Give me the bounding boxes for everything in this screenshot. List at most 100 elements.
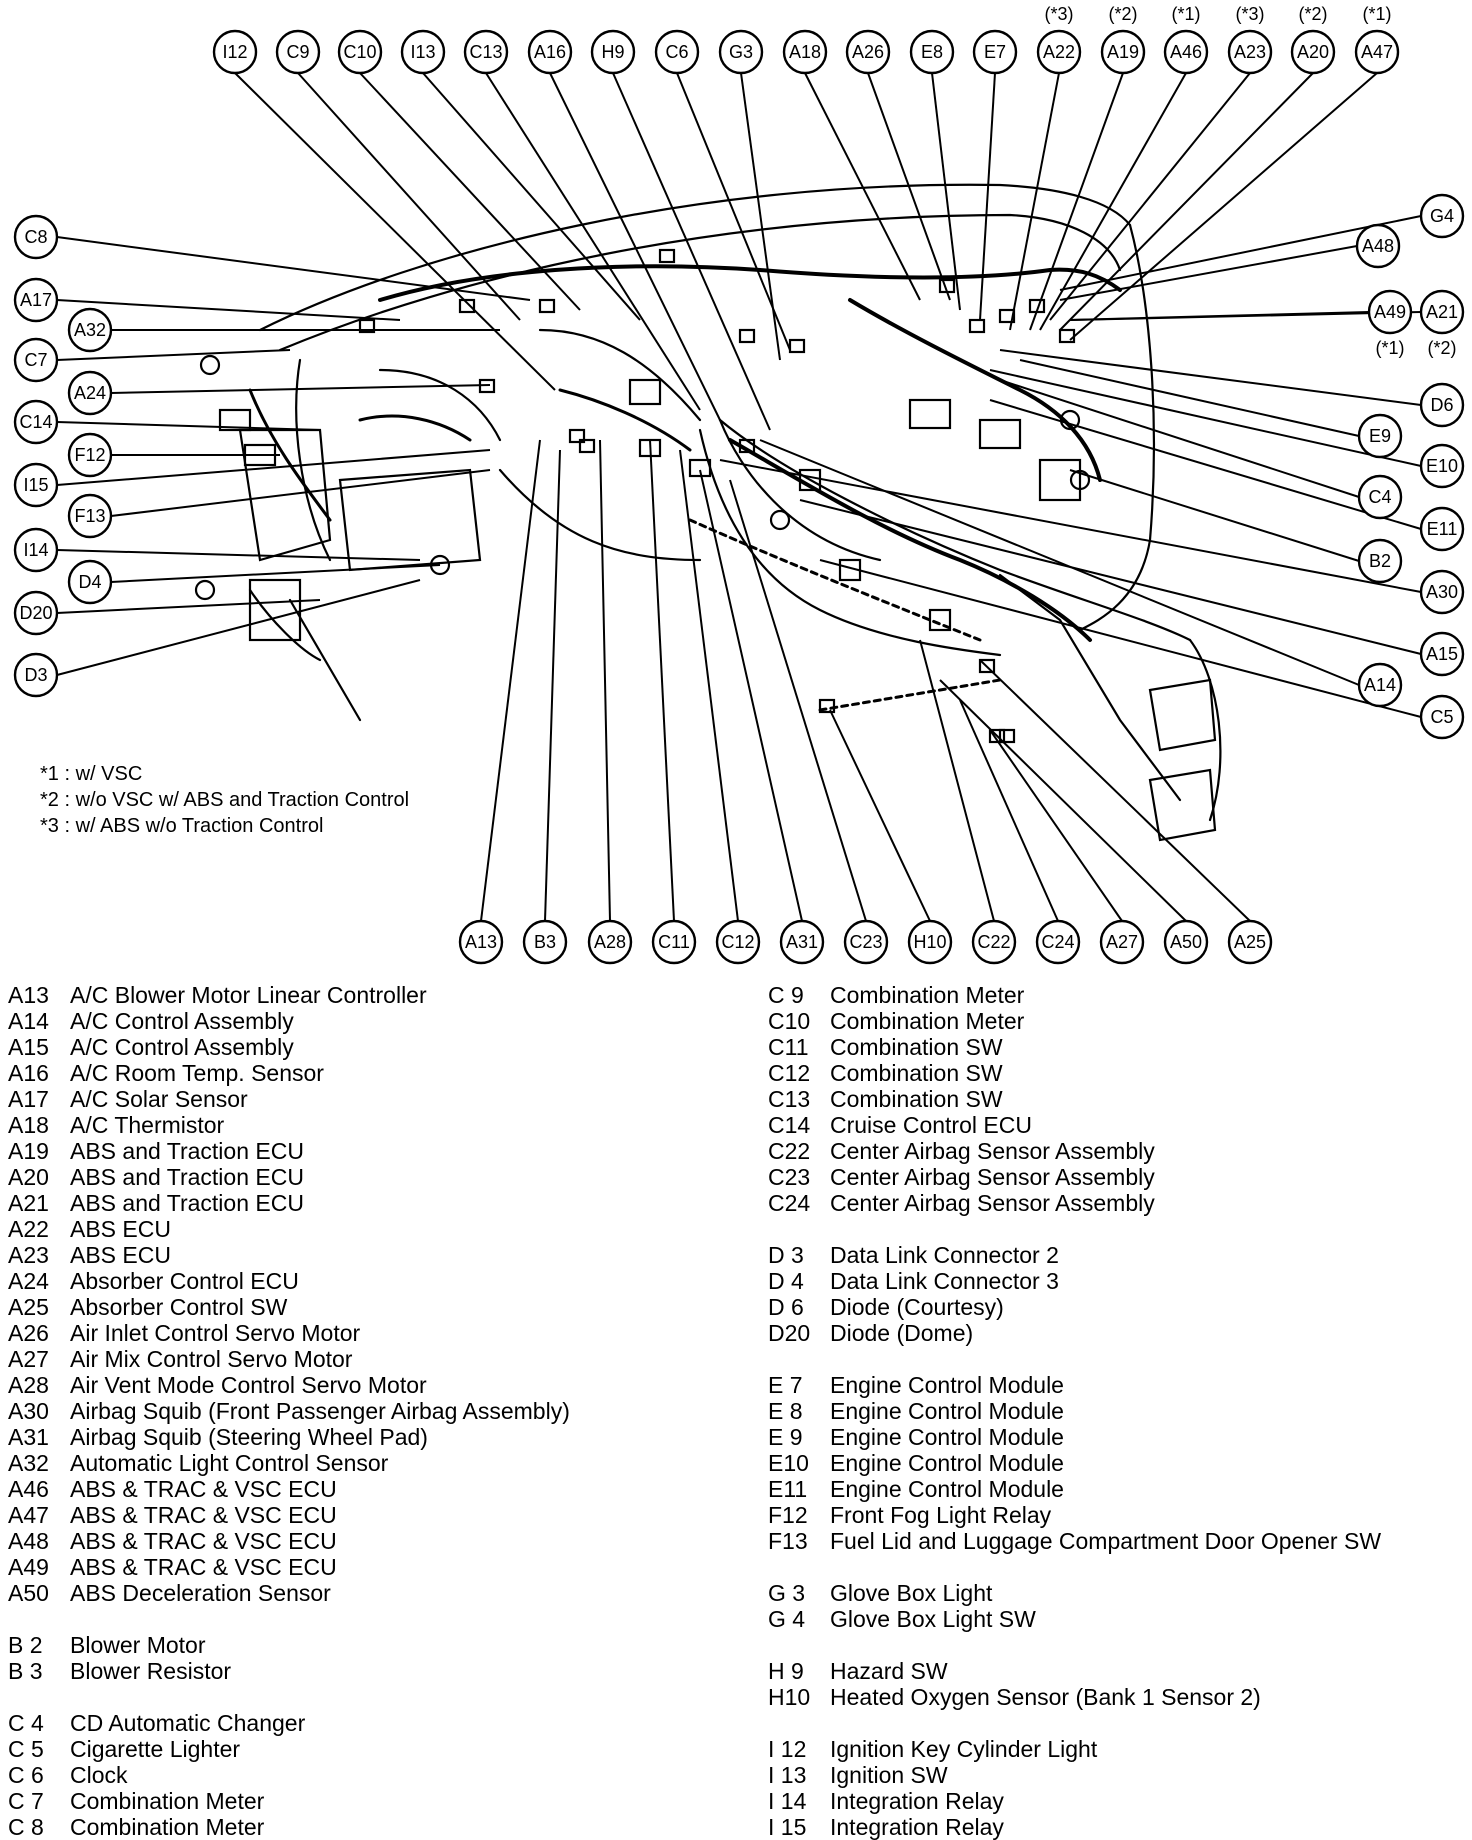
connector-e9: E9 (1357, 413, 1403, 459)
bubble-label: C9 (286, 42, 309, 62)
legend-description: Cruise Control ECU (830, 1112, 1032, 1138)
connector-a47: A47 (1354, 29, 1400, 75)
connector-a22: A22 (1036, 29, 1082, 75)
legend-code: I 12 (768, 1736, 807, 1762)
legend-code: A26 (8, 1320, 49, 1346)
bubble-circle (13, 590, 59, 636)
leader-c23 (729, 479, 867, 922)
bubble-circle (1357, 538, 1403, 584)
connector-a14: A14 (1357, 662, 1403, 708)
bubble-label: C12 (721, 932, 754, 952)
bubble-label: A48 (1362, 236, 1394, 256)
connector-c23: C23 (843, 919, 889, 965)
legend-code: C 8 (8, 1814, 44, 1840)
bubble-circle (1163, 919, 1209, 965)
connector-a31: A31 (779, 919, 825, 965)
bubble-circle (1163, 29, 1209, 75)
legend-description: ABS & TRAC & VSC ECU (70, 1554, 337, 1580)
legend-code: C12 (768, 1060, 811, 1086)
legend-code: B 3 (8, 1658, 43, 1684)
legend-code: A14 (8, 1008, 49, 1034)
legend-description: Integration Relay (830, 1788, 1004, 1814)
marker-a46: (*1) (1171, 4, 1200, 24)
footnote-3: *3 : w/ ABS w/o Traction Control (40, 815, 323, 837)
bubble-circle (275, 29, 321, 75)
legend-code: H 9 (768, 1658, 804, 1684)
bubble-circle (1227, 29, 1273, 75)
legend-description: Air Vent Mode Control Servo Motor (70, 1372, 427, 1398)
leader-a27 (989, 729, 1123, 922)
legend-description: Combination Meter (830, 1008, 1025, 1034)
connector-c10: C10 (337, 29, 383, 75)
legend-description: Combination SW (830, 1086, 1003, 1112)
connector-c9: C9 (275, 29, 321, 75)
leader-i15 (56, 449, 491, 486)
connector-a50: A50 (1163, 919, 1209, 965)
bubble-label: C14 (19, 412, 52, 432)
bubble-label: E7 (984, 42, 1006, 62)
footnote-2: *2 : w/o VSC w/ ABS and Traction Control (40, 789, 409, 811)
bubble-label: C24 (1041, 932, 1074, 952)
bubble-label: A19 (1107, 42, 1139, 62)
bubble-circle (1035, 919, 1081, 965)
bubble-label: A30 (1426, 582, 1458, 602)
legend-code: A46 (8, 1476, 49, 1502)
bubble-label: C10 (343, 42, 376, 62)
leader-i14 (56, 549, 421, 561)
marker-a47: (*1) (1362, 4, 1391, 24)
leader-b2 (1069, 469, 1360, 562)
legend-description: ABS and Traction ECU (70, 1138, 304, 1164)
legend-description: Center Airbag Sensor Assembly (830, 1164, 1155, 1190)
legend-code: A17 (8, 1086, 49, 1112)
leader-f13 (110, 469, 491, 517)
leader-a28 (599, 439, 611, 922)
leader-a17 (56, 299, 401, 321)
legend-code: A30 (8, 1398, 49, 1424)
legend-code: A25 (8, 1294, 49, 1320)
leader-h9 (612, 72, 771, 431)
legend-description: Ignition Key Cylinder Light (830, 1736, 1098, 1762)
legend-row: A22 ABS ECU (8, 1216, 570, 1242)
bubble-label: A28 (594, 932, 626, 952)
connector-i12: I12 (212, 29, 258, 75)
bubble-label: A15 (1426, 644, 1458, 664)
legend-description: Engine Control Module (830, 1424, 1064, 1450)
legend-description: Automatic Light Control Sensor (70, 1450, 389, 1476)
legend-description: Integration Relay (830, 1814, 1004, 1840)
bubble-circle (67, 307, 113, 353)
legend-description: ABS Deceleration Sensor (70, 1580, 331, 1606)
legend-code: E 7 (768, 1372, 803, 1398)
bubble-label: D3 (24, 665, 47, 685)
connector-c22: C22 (971, 919, 1017, 965)
legend-description: ABS ECU (70, 1216, 171, 1242)
bubble-circle (1290, 29, 1336, 75)
legend-code: A22 (8, 1216, 49, 1242)
leader-a20 (1059, 72, 1314, 331)
legend-description: Glove Box Light (830, 1580, 993, 1606)
legend-code: I 15 (768, 1814, 807, 1840)
bubble-label: D4 (78, 572, 101, 592)
legend-code: D20 (768, 1320, 811, 1346)
leader-a48 (1059, 245, 1358, 301)
legend-description: ABS and Traction ECU (70, 1190, 304, 1216)
bubble-label: C6 (665, 42, 688, 62)
bubble-label: A14 (1364, 675, 1396, 695)
